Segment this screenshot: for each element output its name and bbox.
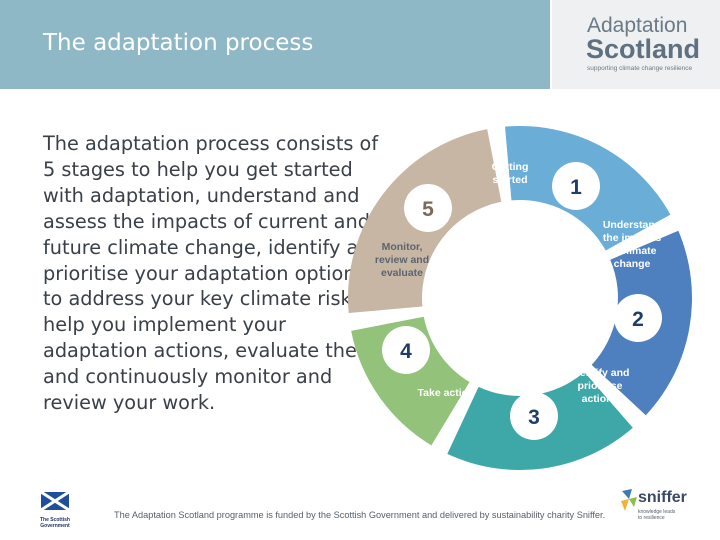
gov-logo-line-1: The Scottish xyxy=(39,517,70,523)
sniffer-logo: sniffer knowledge leads to resilience xyxy=(620,487,700,527)
sniffer-mark-icon xyxy=(621,489,637,511)
stage-5-label-line: review and xyxy=(375,254,429,266)
stage-number-badge-1 xyxy=(552,162,600,210)
stage-1-label-line: started xyxy=(492,174,527,186)
stage-5-label-line: evaluate xyxy=(381,267,423,279)
stage-number-badge-5 xyxy=(404,184,452,232)
sniffer-tag-line-2: to resilience xyxy=(638,515,665,521)
stage-number-2: 2 xyxy=(632,308,644,331)
stage-number-badge-3 xyxy=(510,392,558,440)
stage-3-label-line: Identify and xyxy=(571,367,630,379)
stage-1-label-line: Getting xyxy=(492,161,529,173)
page-title: The adaptation process xyxy=(43,30,314,56)
sniffer-tagline: knowledge leads to resilience xyxy=(638,509,675,521)
stage-2-label-line: the impacts xyxy=(603,232,662,244)
stage-4-label-line: Take action xyxy=(418,387,475,399)
stage-number-badge-2 xyxy=(614,294,662,342)
cycle-segment-4 xyxy=(351,316,470,446)
adaptation-scotland-logo: Adaptation Scotland supporting climate c… xyxy=(552,0,720,89)
stage-2-label-line: change xyxy=(614,258,651,270)
stage-number-5: 5 xyxy=(422,198,434,221)
logo-line-1: Adaptation xyxy=(587,14,688,37)
stage-number-4: 4 xyxy=(400,340,412,363)
logo-line-2: Scotland xyxy=(586,34,701,64)
stage-3-label-line: prioritise xyxy=(578,380,623,392)
header-banner: The adaptation process xyxy=(0,0,550,89)
stage-5-label-line: Monitor, xyxy=(382,241,423,253)
stage-number-badge-4 xyxy=(382,326,430,374)
gov-logo-text: The Scottish Government xyxy=(36,517,74,529)
gov-logo-line-2: Government xyxy=(40,523,70,529)
intro-paragraph: The adaptation process consists of 5 sta… xyxy=(43,132,383,415)
stage-2-label-line: of climate xyxy=(607,245,656,257)
scottish-government-logo: The Scottish Government xyxy=(36,490,74,529)
stage-3-label-line: actions xyxy=(582,393,619,405)
funding-statement: The Adaptation Scotland programme is fun… xyxy=(114,510,606,520)
sniffer-name: sniffer xyxy=(638,489,687,506)
logo-tagline: supporting climate change resilience xyxy=(587,65,693,72)
saltire-flag-icon xyxy=(40,490,70,512)
stage-2-label-line: Understand xyxy=(603,219,661,231)
sniffer-tag-line-1: knowledge leads xyxy=(638,509,676,515)
stage-number-1: 1 xyxy=(570,176,582,199)
stage-number-3: 3 xyxy=(528,406,540,429)
